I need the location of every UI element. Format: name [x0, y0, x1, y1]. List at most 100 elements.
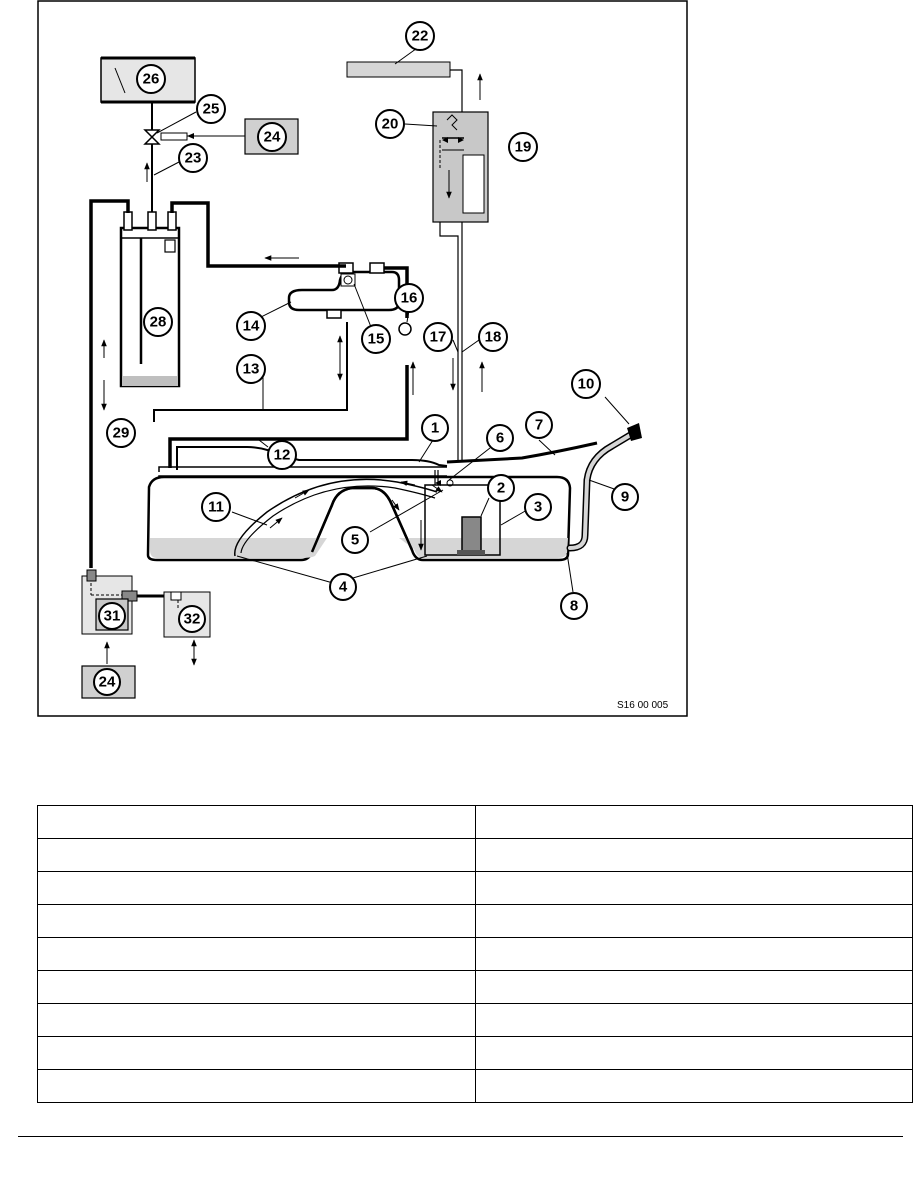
legend-row [37, 1069, 913, 1103]
legend-row [37, 1036, 913, 1070]
svg-text:20: 20 [382, 116, 399, 133]
vent-lines [153, 322, 448, 477]
svg-text:7: 7 [535, 417, 543, 434]
svg-text:5: 5 [351, 532, 359, 549]
legend-cell [37, 970, 476, 1004]
svg-text:22: 22 [412, 28, 429, 45]
callout-15: 15 [361, 324, 391, 354]
legend-row [37, 805, 913, 839]
vent-line-7 [446, 441, 598, 464]
legend-cell [37, 1003, 476, 1037]
svg-text:10: 10 [578, 376, 595, 393]
callout-13: 13 [236, 354, 266, 384]
svg-text:6: 6 [496, 430, 504, 447]
callout-7: 7 [525, 411, 553, 439]
purge-valve [143, 129, 161, 145]
expansion-tank [287, 262, 401, 319]
svg-text:2: 2 [497, 480, 505, 497]
legend-cell [474, 871, 913, 905]
carbon-canister [119, 211, 181, 388]
callout-9: 9 [611, 483, 639, 511]
legend-cell [37, 937, 476, 971]
svg-text:12: 12 [274, 447, 291, 464]
callout-5: 5 [341, 526, 369, 554]
callout-18: 18 [478, 322, 508, 352]
callout-12: 12 [267, 440, 297, 470]
svg-text:24: 24 [264, 129, 281, 146]
svg-text:4: 4 [339, 579, 348, 596]
legend-cell [37, 838, 476, 872]
callout-10: 10 [571, 369, 601, 399]
legend-row [37, 871, 913, 905]
callout-19: 19 [508, 132, 538, 162]
legend-cell [474, 838, 913, 872]
legend-table [37, 805, 913, 1103]
jet-pump-hose [234, 478, 438, 557]
svg-text:13: 13 [243, 361, 260, 378]
legend-cell [37, 1036, 476, 1070]
callout-29: 29 [106, 418, 136, 448]
callout-17: 17 [423, 322, 453, 352]
filler-cap [627, 423, 642, 441]
svg-text:19: 19 [515, 139, 532, 156]
legend-row [37, 1003, 913, 1037]
diagram-reference-code: S16 00 005 [617, 700, 669, 711]
legend-cell [474, 1036, 913, 1070]
svg-text:23: 23 [185, 150, 202, 167]
svg-text:25: 25 [203, 101, 220, 118]
legend-cell [474, 1003, 913, 1037]
callout-11: 11 [201, 492, 231, 522]
legend-cell [474, 1069, 913, 1103]
callout-32: 32 [178, 605, 206, 633]
legend-cell [37, 871, 476, 905]
legend-cell [474, 937, 913, 971]
callout-8: 8 [560, 592, 588, 620]
callout-24-bottom: 24 [93, 668, 121, 696]
svg-text:1: 1 [431, 420, 439, 437]
fuel-level-left [150, 538, 327, 558]
legend-cell [37, 1069, 476, 1103]
legend-row [37, 904, 913, 938]
callout-3: 3 [524, 493, 552, 521]
callout-20: 20 [375, 109, 405, 139]
callout-28: 28 [143, 307, 173, 337]
svg-text:16: 16 [401, 290, 418, 307]
fuel-pump-assembly [418, 470, 501, 556]
legend-cell [474, 904, 913, 938]
legend-cell [474, 805, 913, 839]
footer-rule [18, 1136, 903, 1137]
svg-text:14: 14 [243, 318, 260, 335]
svg-text:29: 29 [113, 425, 130, 442]
svg-text:17: 17 [430, 329, 447, 346]
callout-16: 16 [394, 283, 424, 313]
svg-text:18: 18 [485, 329, 502, 346]
fuel-pump [461, 516, 482, 554]
svg-text:28: 28 [150, 314, 167, 331]
legend-row [37, 838, 913, 872]
legend-cell [37, 904, 476, 938]
callout-2: 2 [487, 474, 515, 502]
fuel-system-diagram: 1 2 3 4 5 6 7 8 9 10 11 12 13 14 15 16 1… [37, 0, 688, 717]
svg-text:26: 26 [143, 71, 160, 88]
fuel-level-right [399, 538, 568, 558]
svg-text:3: 3 [534, 499, 542, 516]
legend-row [37, 970, 913, 1004]
legend-cell [37, 805, 476, 839]
callout-23: 23 [178, 143, 208, 173]
callout-22: 22 [405, 21, 435, 51]
svg-text:8: 8 [570, 598, 578, 615]
callout-31: 31 [98, 602, 126, 630]
callout-25: 25 [196, 94, 226, 124]
legend-row [37, 937, 913, 971]
filler-neck [566, 423, 642, 552]
svg-text:31: 31 [104, 608, 121, 625]
canister-vent-line [206, 215, 346, 268]
fuel-rail [346, 61, 451, 78]
callout-24-top: 24 [257, 122, 287, 152]
svg-text:9: 9 [621, 489, 629, 506]
filter-regulator [432, 111, 489, 223]
callout-1: 1 [421, 414, 449, 442]
check-valve [398, 322, 412, 336]
callout-14: 14 [236, 311, 266, 341]
callout-4: 4 [329, 573, 357, 601]
